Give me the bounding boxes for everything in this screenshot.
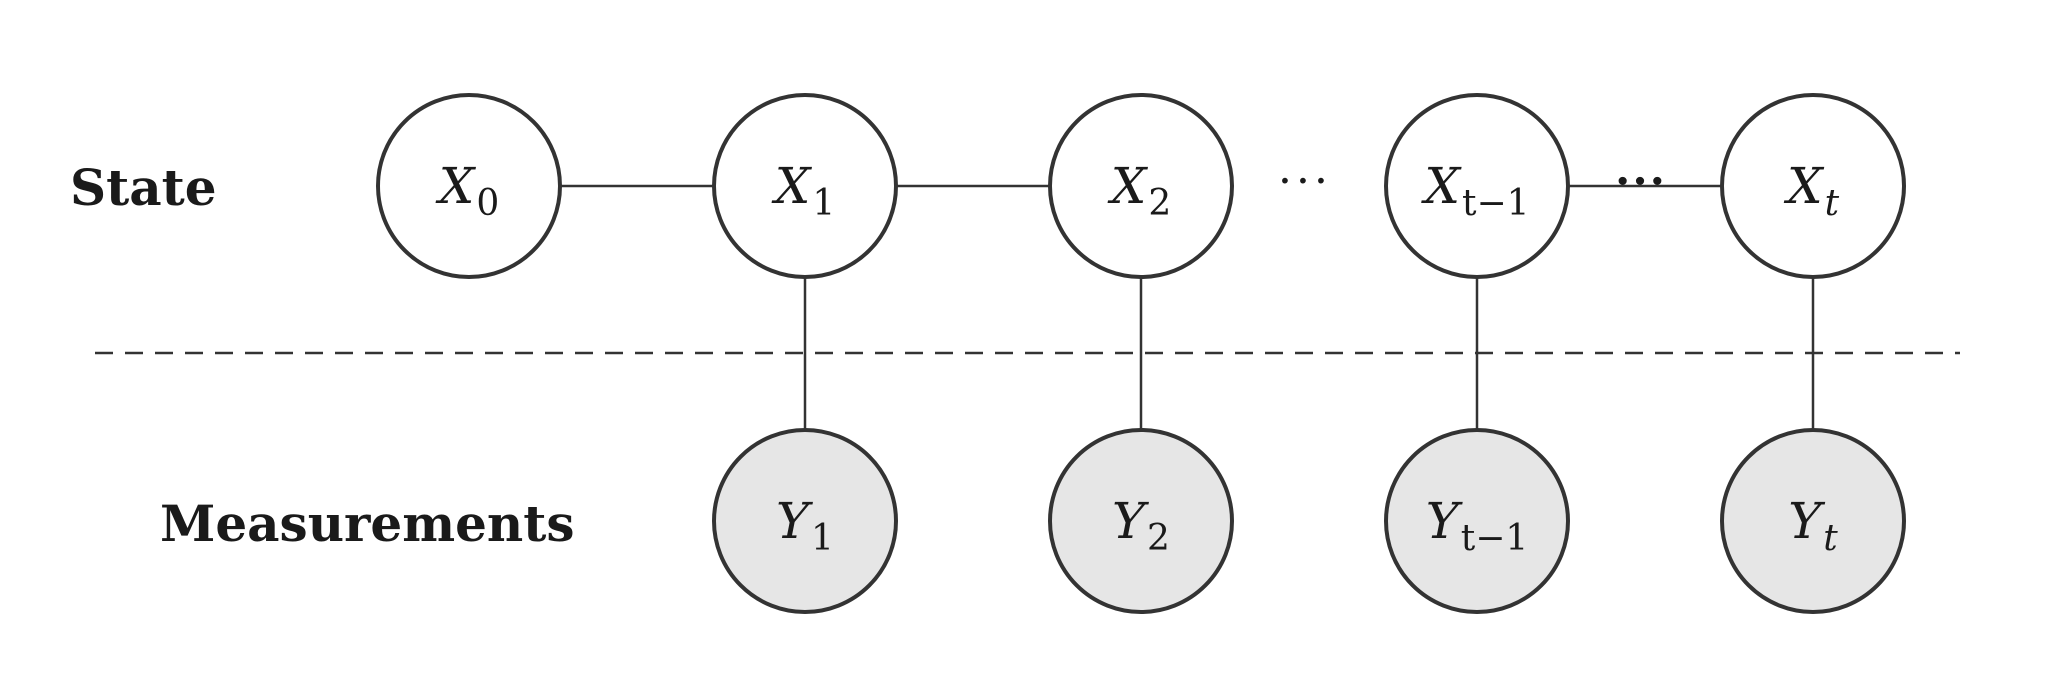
state-row-label: State [70,158,217,217]
measurement-node-subscript: 2 [1147,518,1170,559]
ellipsis-edge-dots: ··· [1615,156,1667,207]
state-node-subscript: 1 [812,183,835,224]
state-node-circle [376,93,562,279]
measurement-node-subscript: t [1823,518,1838,559]
measurement-node-label: Yt−1 [1426,492,1529,559]
measurement-node-y1: Y1 [712,428,898,614]
measurement-node-base: Y [1788,492,1825,550]
state-node-x1: X1 [712,93,898,279]
state-node-x2: X2 [1048,93,1234,279]
measurement-node-ytm1: Yt−1 [1384,428,1570,614]
state-node-label: X2 [1107,157,1172,224]
state-node-base: X [1783,157,1825,215]
state-node-label: Xt [1783,157,1840,224]
measurement-node-subscript: t−1 [1461,518,1529,559]
state-node-circle [1384,93,1570,279]
measurements-row-label: Measurements [160,494,575,553]
state-node-subscript: 0 [476,183,499,224]
state-node-base: X [435,157,477,215]
state-node-xt: Xt [1720,93,1906,279]
state-node-label: Xt−1 [1420,157,1529,224]
measurement-node-subscript: 1 [811,518,834,559]
state-node-base: X [1107,157,1149,215]
measurement-node-circle [1384,428,1570,614]
state-node-x0: X0 [376,93,562,279]
state-node-label: X0 [435,157,500,224]
state-node-circle [1048,93,1234,279]
state-node-subscript: 2 [1148,183,1171,224]
measurement-node-circle [712,428,898,614]
measurement-node-circle [1720,428,1906,614]
ellipsis-dots: ··· [1278,156,1332,207]
measurement-node-circle [1048,428,1234,614]
state-node-base: X [1420,157,1462,215]
state-node-xtm1: Xt−1 [1384,93,1570,279]
state-node-base: X [771,157,813,215]
measurement-node-base: Y [776,492,813,550]
state-node-label: X1 [771,157,836,224]
measurement-node-label: Y1 [776,492,834,559]
measurement-node-y2: Y2 [1048,428,1234,614]
measurement-node-label: Y2 [1112,492,1170,559]
state-node-subscript: t [1825,183,1840,224]
state-node-circle [1720,93,1906,279]
measurement-node-base: Y [1426,492,1463,550]
state-node-subscript: t−1 [1462,183,1530,224]
measurement-node-label: Yt [1788,492,1838,559]
measurement-node-base: Y [1112,492,1149,550]
state-node-circle [712,93,898,279]
measurement-node-yt: Yt [1720,428,1906,614]
